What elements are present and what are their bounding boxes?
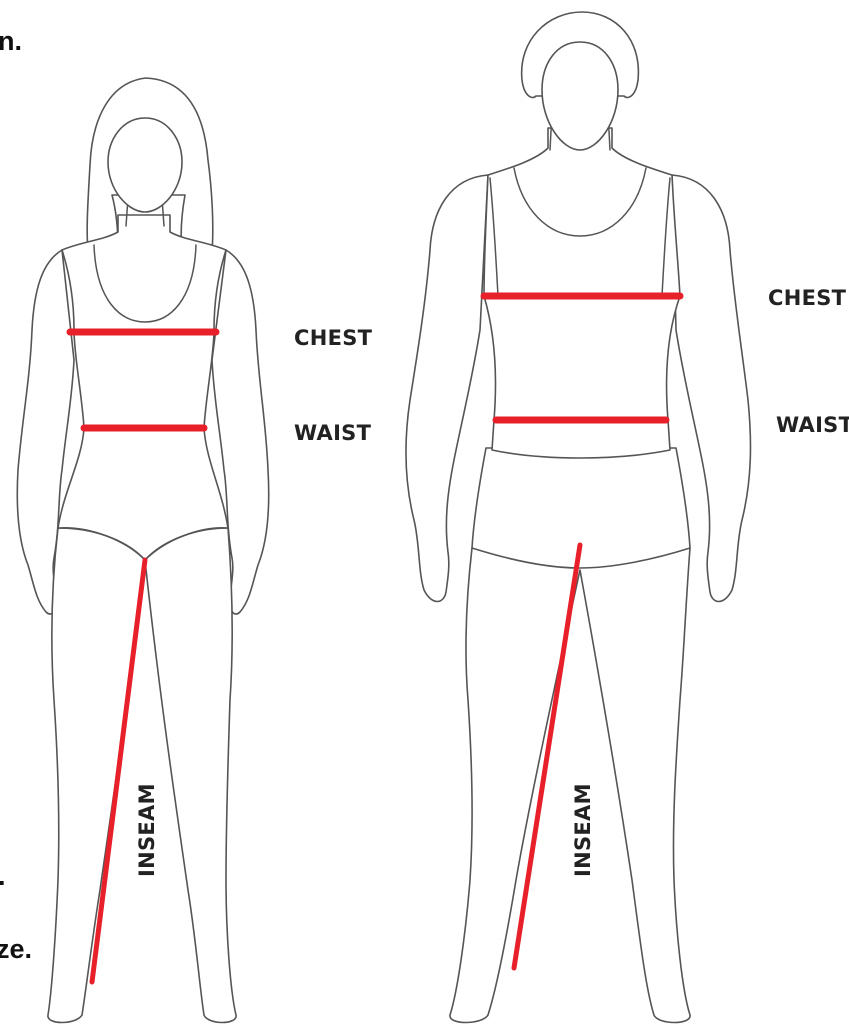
female-torso xyxy=(58,215,228,560)
female-waist-label: WAIST xyxy=(294,421,372,445)
female-face xyxy=(108,118,182,212)
female-figure xyxy=(17,78,268,1023)
male-chest-label: CHEST xyxy=(768,286,847,310)
caption-fragment-bottom-1: . xyxy=(0,861,6,891)
female-inseam-label: INSEAM xyxy=(135,783,159,877)
caption-fragment-top: n. xyxy=(0,26,22,56)
male-inseam-label: INSEAM xyxy=(571,783,595,877)
male-waist-label: WAIST xyxy=(776,413,849,437)
caption-fragment-bottom-2: ze. xyxy=(0,934,32,964)
female-chest-label: CHEST xyxy=(294,326,373,350)
